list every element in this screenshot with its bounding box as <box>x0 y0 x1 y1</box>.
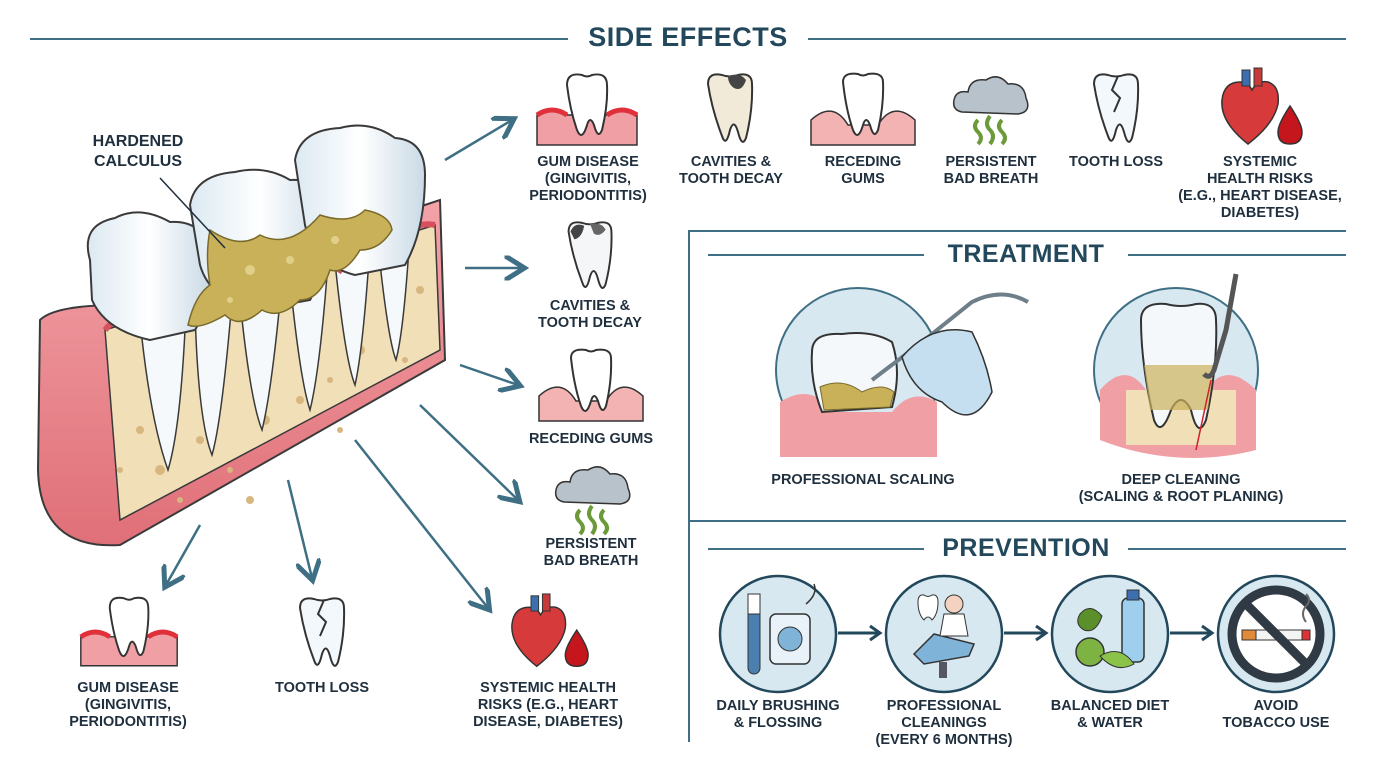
dental-chair-icon <box>884 574 1004 694</box>
top-gum-disease-label: GUM DISEASE(GINGIVITIS,PERIODONTITIS) <box>529 154 647 204</box>
top-cavities-label: CAVITIES &TOOTH DECAY <box>679 154 783 187</box>
prevention-title: PREVENTION <box>942 534 1110 562</box>
professional-scaling-label: PROFESSIONAL SCALING <box>771 472 955 488</box>
heart-and-blood-drop-icon <box>511 593 589 668</box>
column-receding-gums-label: RECEDING GUMS <box>528 431 654 447</box>
prevention-brushing-label: DAILY BRUSHING& FLOSSING <box>716 698 840 731</box>
top-tooth-loss-label: TOOTH LOSS <box>1069 154 1163 170</box>
treatment-rule-right <box>1128 254 1346 256</box>
deep-cleaning-label: DEEP CLEANING(SCALING & ROOT PLANING) <box>1078 472 1284 505</box>
treatment-rule-left <box>708 254 924 256</box>
receding-gum-tooth-icon <box>810 72 916 146</box>
bad-breath-cloud-icon <box>554 466 631 536</box>
bottom-tooth-loss-label: TOOTH LOSS <box>275 680 369 696</box>
treatment-title: TREATMENT <box>947 240 1105 268</box>
prevention-diet-label: BALANCED DIET& WATER <box>1050 698 1170 731</box>
hardened-calculus-label: HARDENED CALCULUS <box>92 133 184 170</box>
bottom-gum-disease-label: GUM DISEASE(GINGIVITIS,PERIODONTITIS) <box>69 680 187 730</box>
decayed-tooth-icon <box>567 221 613 289</box>
toothbrush-floss-icon <box>718 574 838 694</box>
prevention-rule-right <box>1128 548 1346 550</box>
heart-and-blood-drop-icon <box>1221 67 1303 145</box>
receding-gum-tooth-icon <box>538 348 644 422</box>
side-effects-title: SIDE EFFECTS <box>588 22 788 52</box>
panel-divider <box>688 520 1346 522</box>
prevention-rule-left <box>708 548 924 550</box>
no-smoking-icon <box>1216 574 1336 694</box>
inflamed-gum-tooth-icon <box>79 596 179 667</box>
inflamed-gum-tooth-icon <box>535 73 639 146</box>
right-panel-top-border <box>688 230 1346 232</box>
right-panel-left-border <box>688 230 690 742</box>
scaling-tool-icon <box>775 287 1029 457</box>
prevention-flow-arrows <box>838 624 1215 642</box>
bad-breath-cloud-icon <box>952 76 1029 146</box>
side-effects-rule-right <box>808 38 1346 40</box>
cracked-tooth-icon <box>1092 73 1140 143</box>
diet-water-icon <box>1050 574 1170 694</box>
jaw-cross-section-illustration <box>36 124 447 547</box>
root-planing-icon <box>1093 273 1259 458</box>
cracked-tooth-icon <box>298 597 346 667</box>
side-effects-rule-left <box>30 38 568 40</box>
decayed-tooth-icon <box>706 73 754 143</box>
column-cavities-label: CAVITIES &TOOTH DECAY <box>538 298 642 331</box>
side-effect-arrows <box>0 0 560 620</box>
